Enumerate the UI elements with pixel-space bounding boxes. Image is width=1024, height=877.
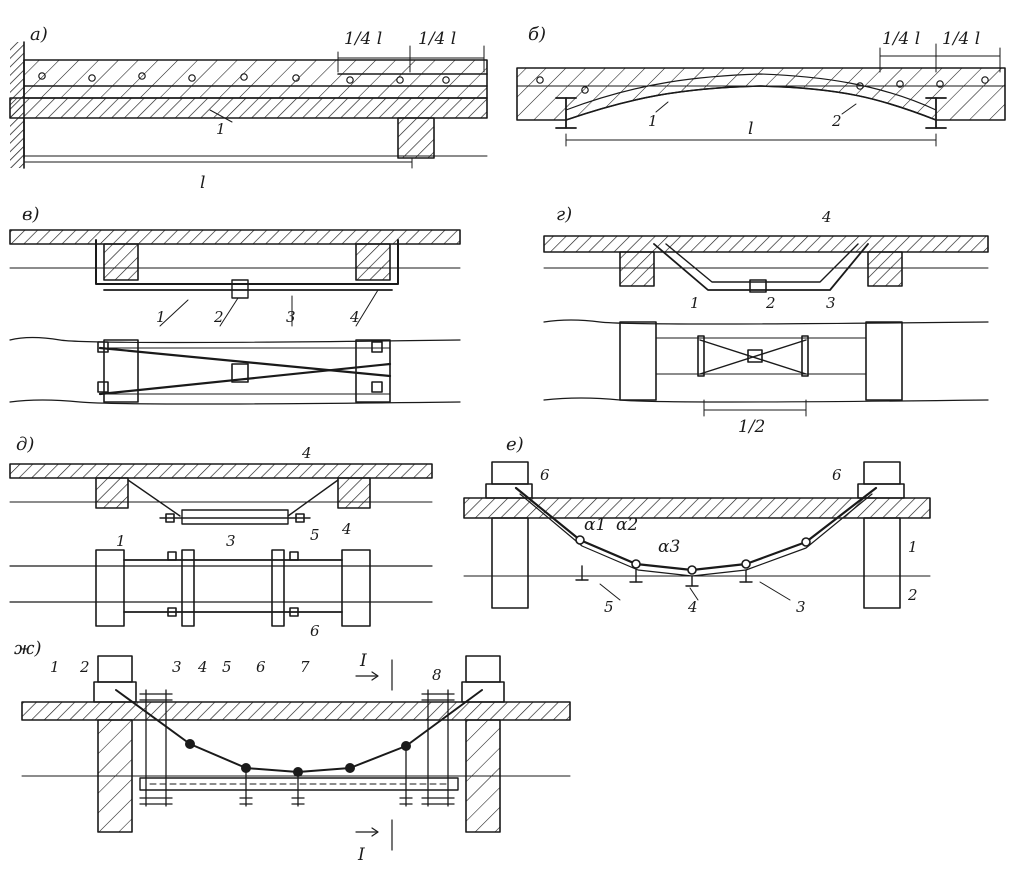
panel-zh-callout-1: 1 <box>50 658 60 676</box>
panel-v <box>9 229 461 405</box>
panel-v-callout-3: 3 <box>286 308 296 326</box>
panel-a-dim-quarter-1: 1/4 l <box>344 29 382 49</box>
panel-zh <box>21 655 571 851</box>
panel-d-callout-5: 5 <box>310 526 320 544</box>
panel-a-dim-quarter-2: 1/4 l <box>418 29 456 49</box>
panel-e-angle-3: α3 <box>658 537 680 557</box>
panel-g-half-span: 1/2 <box>738 417 765 437</box>
panel-v-callout-1: 1 <box>156 308 166 326</box>
panel-e-angle-2: α2 <box>616 515 638 535</box>
panel-e-angle-1: α1 <box>584 515 606 535</box>
panel-zh-callout-5: 5 <box>222 658 232 676</box>
panel-v-callout-2: 2 <box>213 308 224 326</box>
panel-a <box>9 41 488 169</box>
panel-e-callout-1: 1 <box>908 538 918 556</box>
panel-zh-callout-2: 2 <box>79 658 90 676</box>
panel-d-callout-4: 4 <box>341 520 352 538</box>
panel-zh-callout-6: 6 <box>256 658 266 676</box>
panel-b <box>516 43 1006 147</box>
panel-g-top-callout: 4 <box>821 208 832 226</box>
panel-d-callout-1: 1 <box>116 532 126 550</box>
panel-v-callout-4: 4 <box>349 308 360 326</box>
panel-e-callout-2: 2 <box>907 586 918 604</box>
panel-d-top-callout: 4 <box>301 444 312 462</box>
panel-g-callout-1: 1 <box>690 294 700 312</box>
panel-g-label: г) <box>556 204 572 225</box>
panel-b-callout-1: 1 <box>648 112 658 130</box>
panel-g <box>543 235 989 417</box>
panel-b-callout-2: 2 <box>831 112 842 130</box>
panel-e-callout-4: 4 <box>687 598 698 616</box>
panel-g-callout-3: 3 <box>826 294 836 312</box>
panel-a-callout-1: 1 <box>216 120 226 138</box>
panel-d <box>9 463 433 627</box>
panel-b-dim-quarter-1: 1/4 l <box>882 29 920 49</box>
panel-d-callout-6: 6 <box>310 622 320 640</box>
panel-zh-section-bottom: I <box>357 845 365 865</box>
panel-zh-callout-8: 8 <box>432 666 442 684</box>
panel-v-label: в) <box>22 204 40 225</box>
panel-zh-callout-4: 4 <box>197 658 208 676</box>
panel-d-callout-3: 3 <box>226 532 236 550</box>
panel-b-dim-quarter-2: 1/4 l <box>942 29 980 49</box>
panel-d-label: д) <box>16 434 34 455</box>
panel-e-callout-6-left: 6 <box>540 466 550 484</box>
panel-a-label: а) <box>30 24 48 45</box>
panel-b-span: l <box>748 119 753 139</box>
panel-e-callout-6-right: 6 <box>832 466 842 484</box>
panel-b-label: б) <box>528 24 546 45</box>
panel-e-callout-3: 3 <box>796 598 806 616</box>
panel-g-callout-2: 2 <box>765 294 776 312</box>
panel-a-span: l <box>200 173 205 193</box>
panel-zh-callout-3: 3 <box>172 658 182 676</box>
panel-e-callout-5: 5 <box>604 598 614 616</box>
panel-zh-label: ж) <box>14 638 41 659</box>
panel-e-label: е) <box>506 434 524 455</box>
panel-zh-section-top: I <box>359 651 367 671</box>
panel-e <box>463 461 931 609</box>
panel-zh-callout-7: 7 <box>300 658 310 676</box>
